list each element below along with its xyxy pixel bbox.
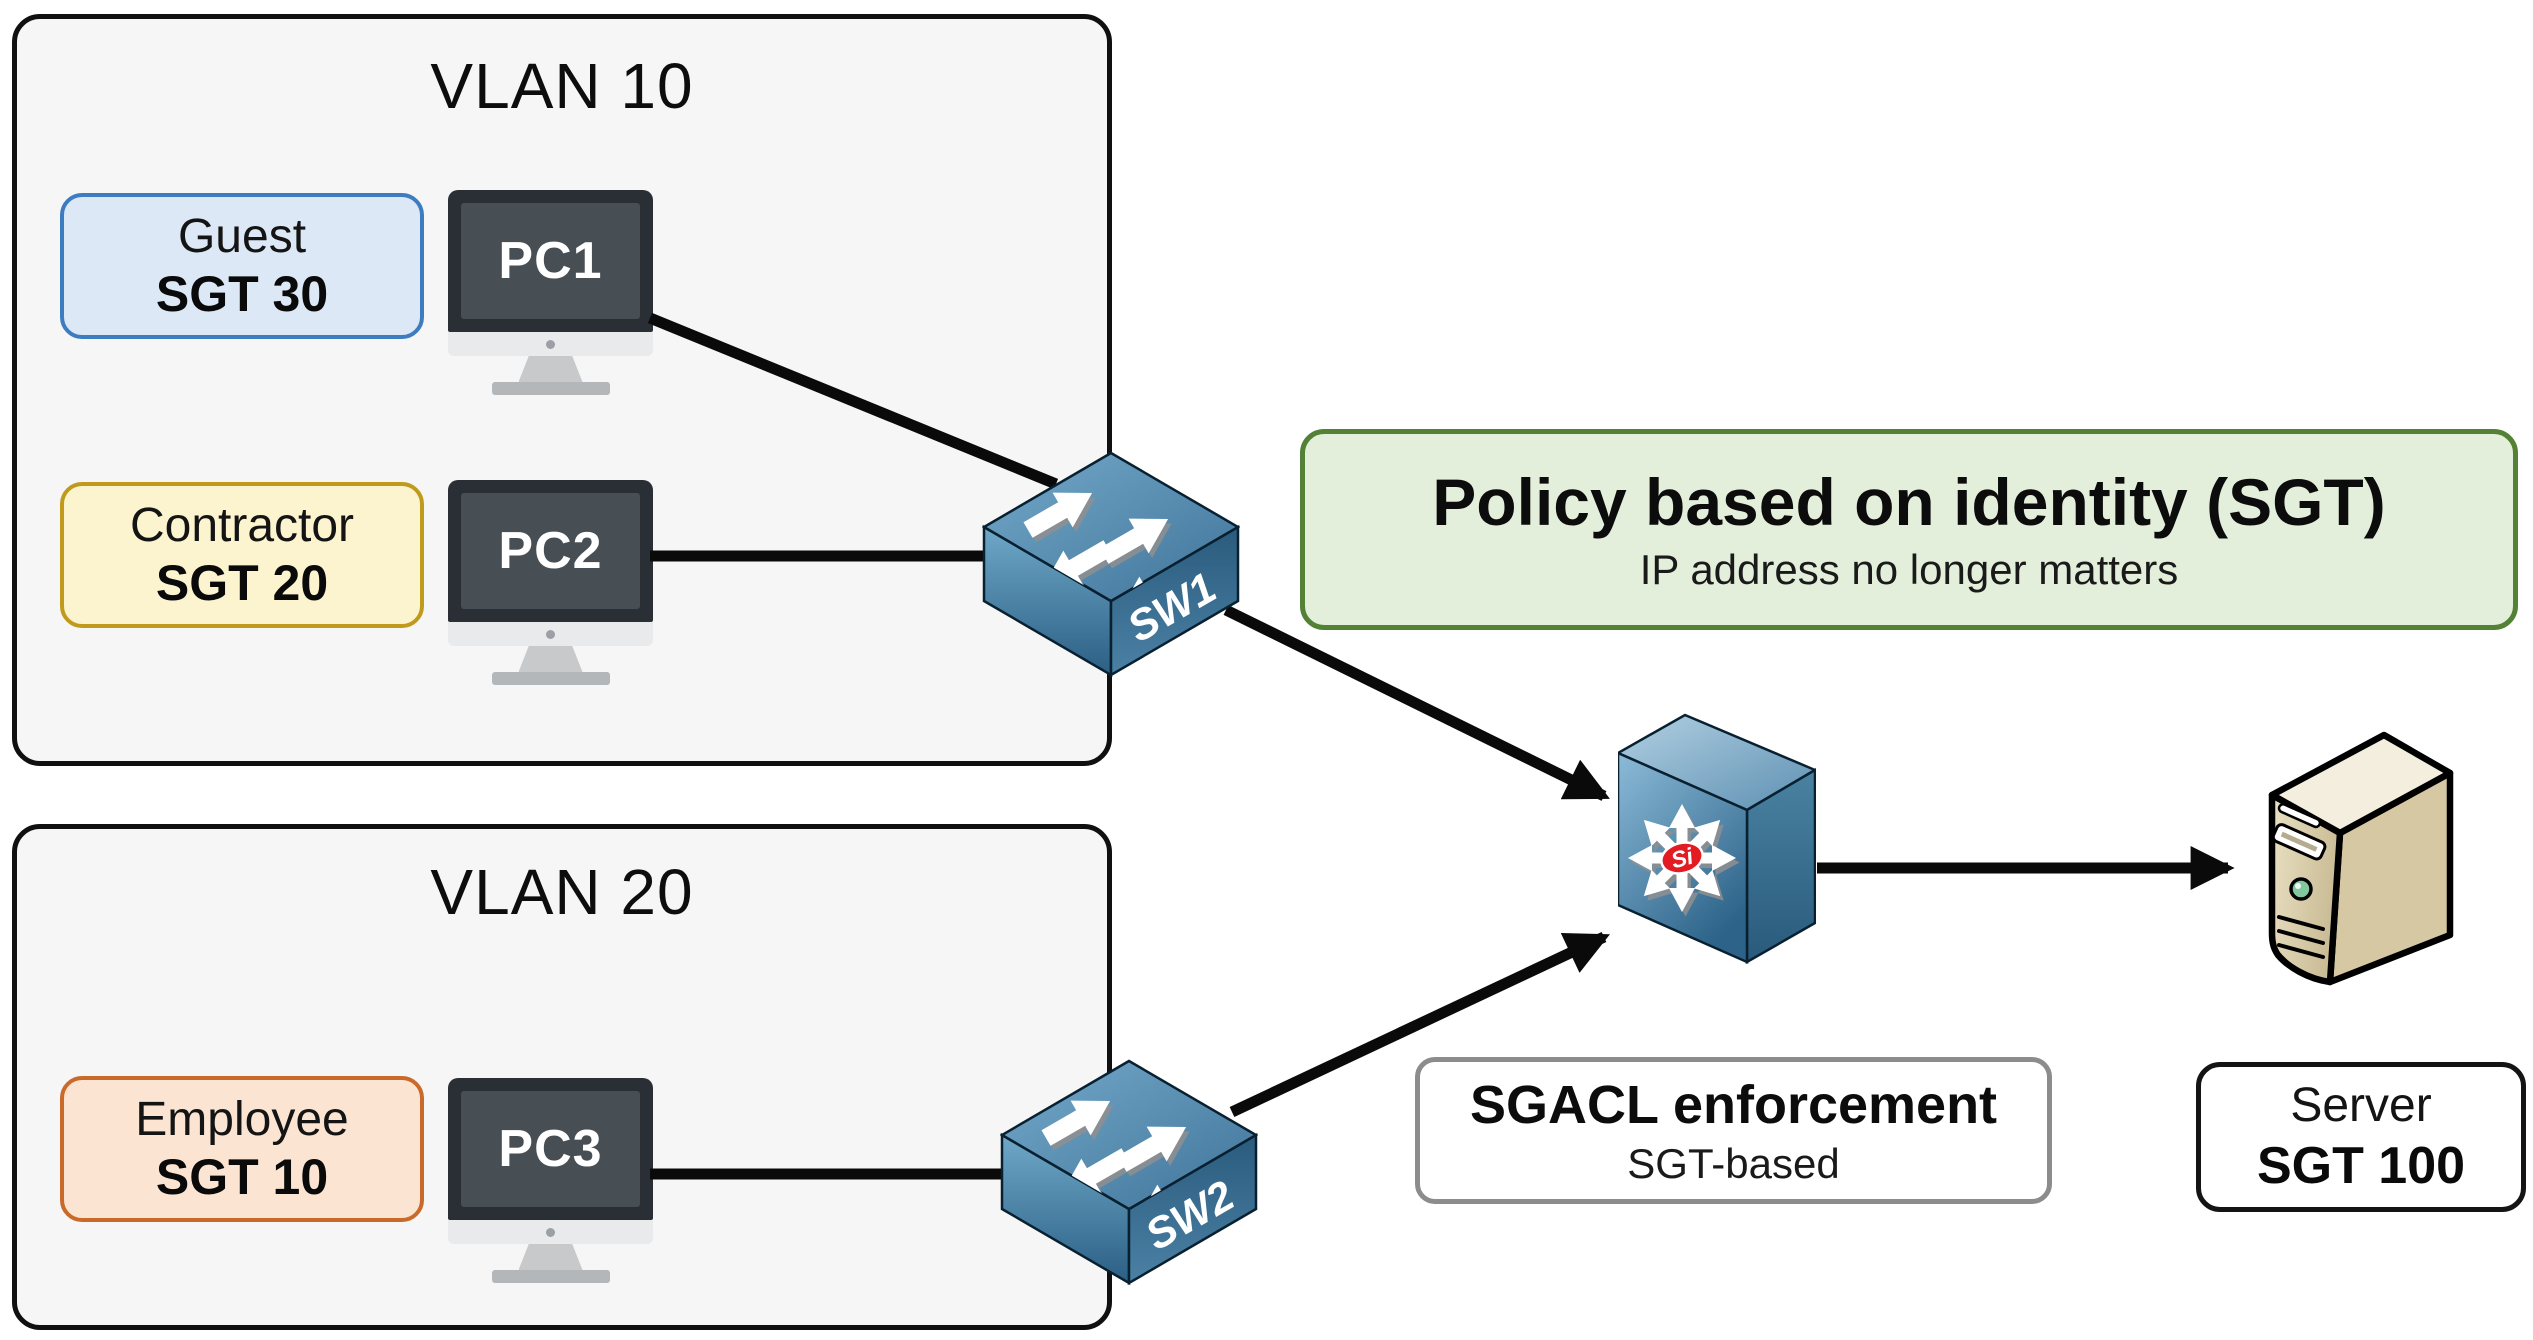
pc1-label: PC1 — [498, 232, 603, 290]
switch-sw1-icon: SW1 — [982, 451, 1240, 678]
server-vents-icon — [2277, 915, 2325, 959]
vlan10-title: VLAN 10 — [430, 50, 694, 122]
server-icon — [2268, 731, 2454, 986]
policy-note-title: Policy based on identity (SGT) — [1432, 464, 2386, 539]
contractor-card: Contractor SGT 20 — [60, 482, 424, 628]
switch-sw2-icon: SW2 — [1000, 1059, 1258, 1286]
server-led — [2289, 877, 2313, 901]
enforcement-note: SGACL enforcement SGT-based — [1415, 1057, 2052, 1204]
pc2-screen: PC2 — [448, 480, 653, 622]
pc1-chin — [448, 332, 653, 356]
employee-card: Employee SGT 10 — [60, 1076, 424, 1222]
vlan20-title: VLAN 20 — [430, 856, 694, 928]
guest-sgt-label: SGT 30 — [155, 266, 329, 322]
pc1-screen: PC1 — [448, 190, 653, 332]
pc3-screen: PC3 — [448, 1078, 653, 1220]
server-name-label: Server — [2290, 1079, 2432, 1132]
server-label-card: Server SGT 100 — [2196, 1062, 2526, 1212]
guest-role-label: Guest — [177, 210, 307, 263]
employee-sgt-label: SGT 10 — [155, 1149, 329, 1205]
contractor-sgt-label: SGT 20 — [155, 555, 329, 611]
enforcement-note-title: SGACL enforcement — [1469, 1074, 1998, 1135]
pc3-chin — [448, 1220, 653, 1244]
employee-role-label: Employee — [135, 1093, 349, 1146]
pc3-icon: PC3 — [448, 1078, 653, 1283]
core-multilayer-switch-icon: Si — [1618, 713, 1816, 965]
link-sw1-core-arrow — [1223, 605, 1610, 801]
server-sgt-label: SGT 100 — [2256, 1137, 2466, 1195]
enforcement-note-subtitle: SGT-based — [1627, 1139, 1840, 1187]
server-drive-slot — [2271, 823, 2327, 861]
si-badge: Si — [1660, 841, 1704, 875]
policy-note: Policy based on identity (SGT) IP addres… — [1300, 429, 2518, 630]
pc2-icon: PC2 — [448, 480, 653, 685]
pc1-icon: PC1 — [448, 190, 653, 395]
pc2-chin — [448, 622, 653, 646]
pc2-label: PC2 — [498, 522, 603, 580]
server-slot-thin — [2277, 803, 2322, 829]
contractor-role-label: Contractor — [129, 499, 355, 552]
guest-card: Guest SGT 30 — [60, 193, 424, 339]
pc3-label: PC3 — [498, 1120, 603, 1178]
policy-note-subtitle: IP address no longer matters — [1639, 545, 2179, 593]
